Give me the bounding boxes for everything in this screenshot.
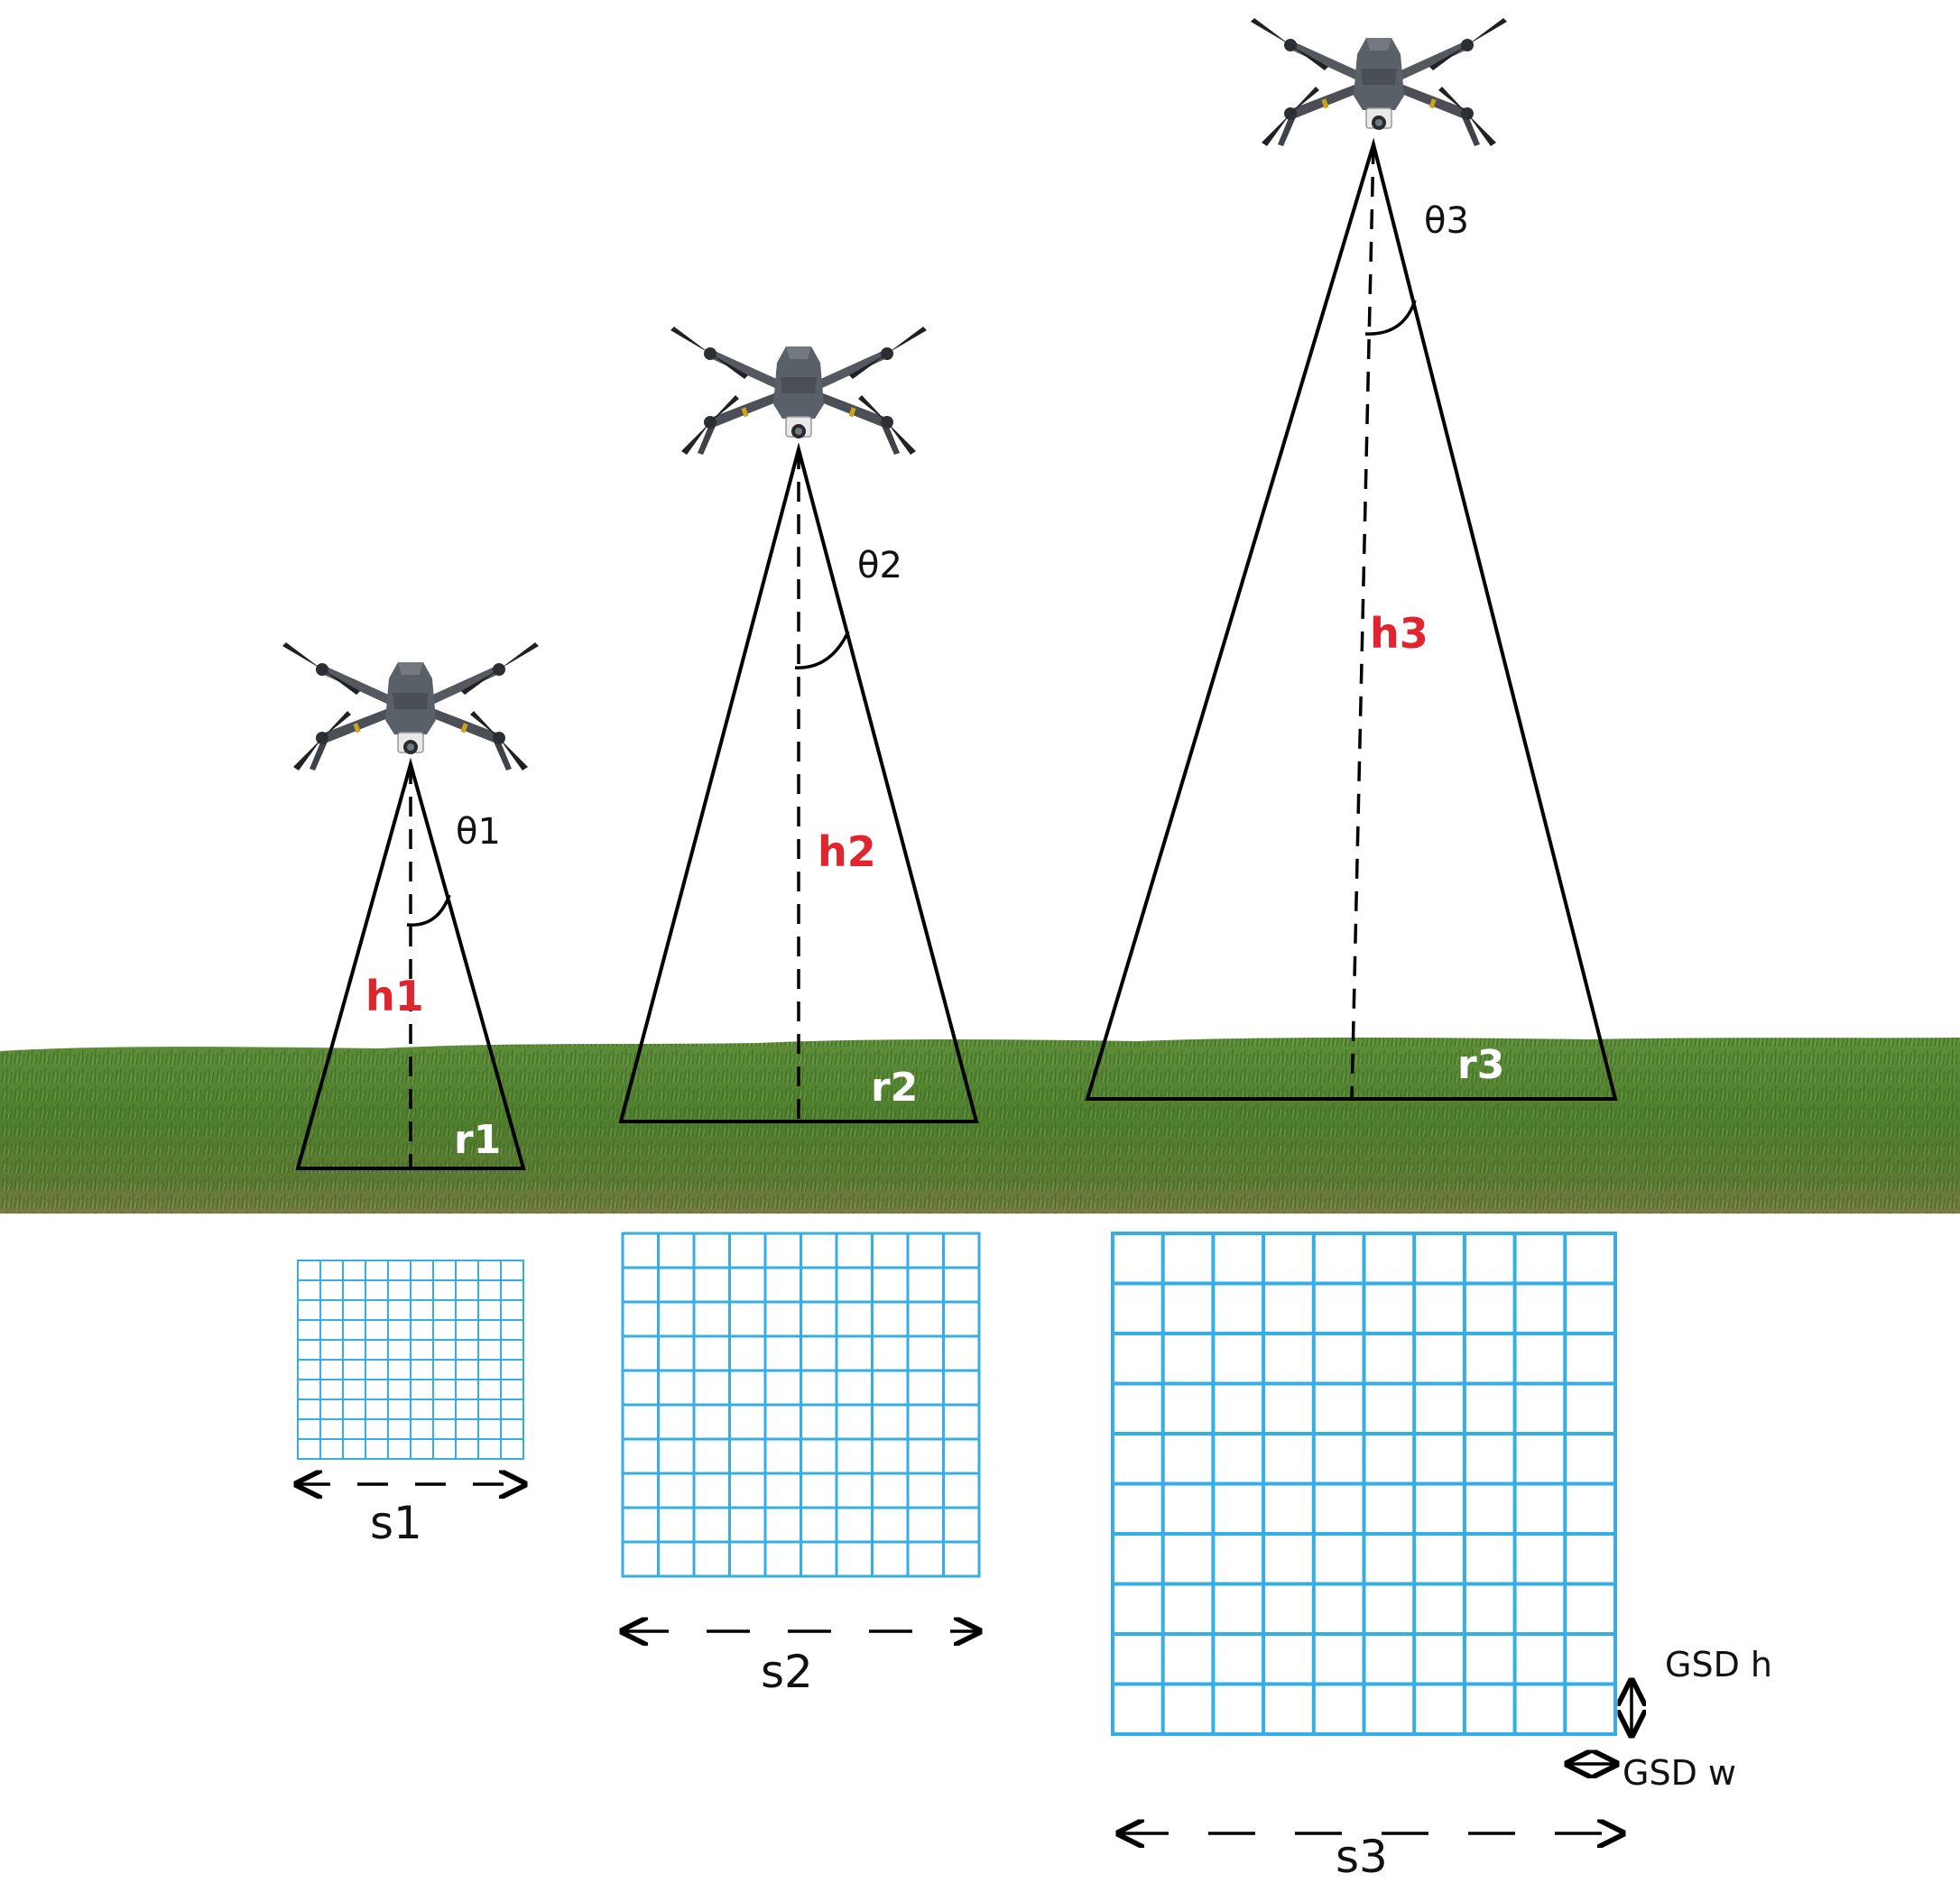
- grass-ground: [0, 1038, 1960, 1214]
- size-label-2: s2: [761, 1646, 813, 1698]
- drone-icon: [670, 326, 928, 456]
- pixel-grid-1: [297, 1260, 524, 1460]
- angle-label-1: θ1: [456, 811, 501, 853]
- height-label-3: h3: [1370, 609, 1428, 658]
- pixel-grid-2: [621, 1232, 981, 1578]
- view-cone-1: [295, 757, 526, 1170]
- size-label-1: s1: [370, 1497, 422, 1549]
- height-label-2: h2: [818, 827, 876, 876]
- angle-label-3: θ3: [1424, 200, 1469, 242]
- radius-label-1: r1: [454, 1117, 501, 1163]
- drone-icon: [1250, 17, 1508, 147]
- angle-label-2: θ2: [857, 545, 902, 586]
- gsd-height-label: GSD h: [1665, 1645, 1772, 1685]
- radius-label-3: r3: [1457, 1042, 1504, 1088]
- drone-icon: [282, 642, 540, 771]
- height-label-1: h1: [365, 972, 424, 1020]
- size-label-3: s3: [1336, 1831, 1388, 1883]
- view-cone-2: [618, 442, 979, 1123]
- gsd-width-label: GSD w: [1623, 1753, 1736, 1793]
- pixel-grid-3: [1111, 1232, 1617, 1736]
- radius-label-2: r2: [871, 1065, 918, 1111]
- view-cone-3: [1085, 137, 1618, 1101]
